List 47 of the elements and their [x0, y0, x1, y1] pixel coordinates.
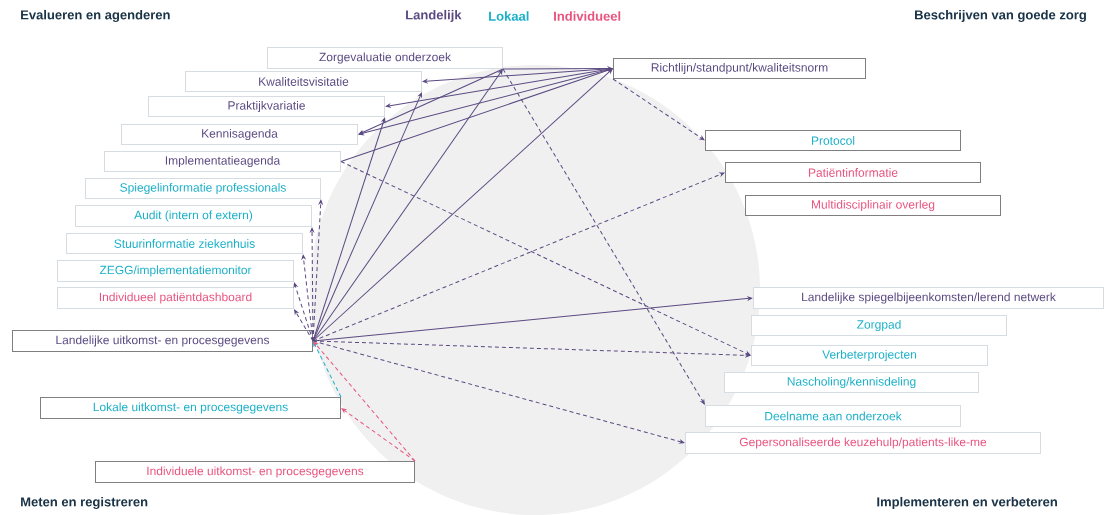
arrow — [312, 92, 422, 342]
arrow — [313, 341, 416, 462]
corner-heading: Implementeren en verbeteren — [877, 496, 1057, 510]
arrow — [312, 340, 685, 444]
arrow — [502, 66, 613, 71]
text-box: Stuurinformatie ziekenhuis — [66, 233, 303, 254]
text-box: Individueel patiëntdashboard — [57, 287, 294, 309]
arrow — [341, 408, 416, 462]
node-label: Landelijke spiegelbijeenkomsten/lerend netwerk — [802, 292, 1056, 304]
text-box: Patiëntinformatie — [725, 162, 981, 183]
arrow — [294, 309, 314, 342]
arrow — [340, 68, 613, 162]
corner-heading: Beschrijven van goede zorg — [915, 9, 1086, 23]
text-box: Gepersonaliseerde keuzehulp/patients-like-me — [685, 432, 1041, 454]
arrow — [312, 340, 751, 358]
text-box: Zorgevaluatie onderzoek — [267, 47, 503, 69]
arrow — [293, 282, 314, 342]
text-box: Multidisciplinair overleg — [745, 195, 1001, 216]
text-box: Verbeterprojecten — [751, 345, 988, 366]
text-box: Protocol — [705, 130, 961, 151]
corner-heading: Meten en registreren — [21, 496, 148, 510]
text-box: Richtlijn/standpunt/kwaliteitsnorm — [613, 58, 866, 79]
arrow — [502, 68, 705, 405]
arrow — [612, 78, 705, 141]
legend-entry: Individueel — [554, 11, 621, 21]
corner-heading: Evalueren en agenderen — [21, 9, 170, 23]
text-box: Audit (intern of extern) — [75, 205, 312, 227]
text-box: Individuele uitkomst- en procesgegevens — [95, 461, 415, 483]
text-box: Kwaliteitsvisitatie — [185, 71, 422, 92]
arrow — [313, 341, 342, 398]
arrow — [358, 68, 504, 135]
text-box: ZEGG/implementatiemonitor — [57, 260, 294, 282]
text-box: Lokale uitkomst- en procesgegevens — [40, 397, 341, 419]
text-box: Nascholing/kennisdeling — [724, 372, 979, 393]
legend-entry: Landelijk — [406, 9, 462, 23]
text-box: Praktijkvariatie — [148, 96, 385, 117]
text-box: Landelijke spiegelbijeenkomsten/lerend netwerk — [753, 287, 1104, 309]
text-box: Implementatieagenda — [104, 151, 341, 172]
legend-entry: Lokaal — [489, 11, 529, 21]
text-box: Landelijke uitkomst- en procesgegevens — [12, 330, 313, 352]
arrow — [312, 172, 725, 342]
text-box: Deelname aan onderzoek — [705, 405, 961, 427]
arrow — [312, 68, 613, 342]
text-box: Spiegelinformatie professionals — [85, 178, 321, 199]
text-box: Kennisagenda — [121, 124, 358, 145]
text-box: Zorgpad — [751, 315, 1007, 336]
arrow — [340, 161, 751, 356]
